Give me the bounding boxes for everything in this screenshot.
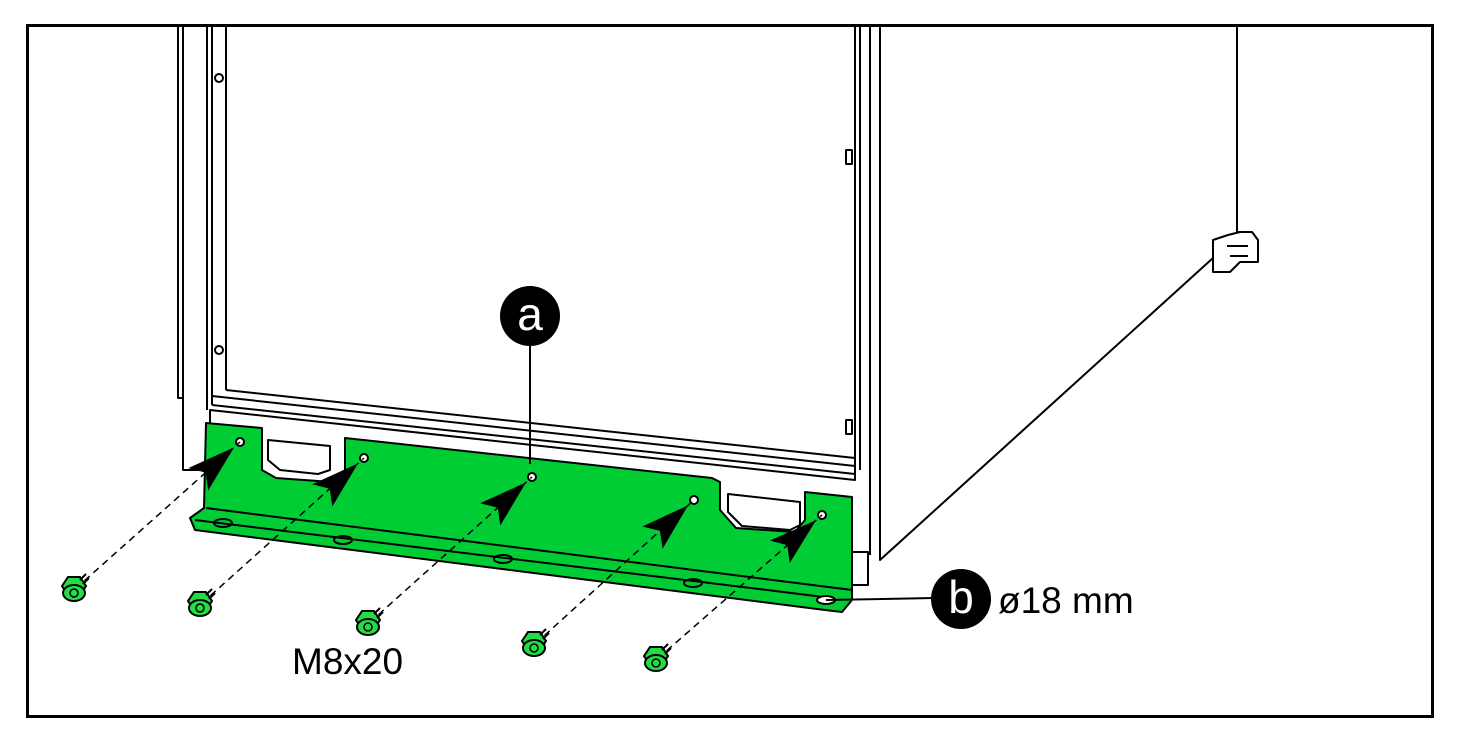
callout-b-leader [825, 597, 935, 601]
bracket-flange-edge [194, 519, 833, 599]
insertion-arrow-icon [769, 520, 816, 564]
insertion-arrow-icon [188, 447, 235, 491]
hex-head-screw-icon [60, 573, 90, 602]
bracket-fold-edge [205, 507, 853, 591]
insertion-arrow-icon [480, 482, 527, 526]
insertion-arrows [83, 441, 823, 652]
screw-size-label: M8x20 [292, 641, 404, 682]
cabinet-side-panel [879, 27, 1259, 561]
hex-head-screw-icon [520, 628, 550, 657]
bracket-cutout-right [727, 493, 801, 531]
insertion-arrow-icon [312, 463, 359, 507]
hex-head-screw-icon [354, 607, 384, 636]
bracket-cutout-left [267, 439, 331, 475]
cabinet-foot [852, 551, 869, 586]
callout-a: a [500, 286, 560, 346]
floor-bracket [189, 422, 853, 613]
hex-head-screw-icon [642, 643, 672, 672]
screws [60, 573, 672, 672]
hole-diameter-label: ø18 mm [998, 580, 1134, 621]
cabinet-front-frame [177, 27, 881, 560]
callout-b: b [931, 569, 991, 629]
insertion-arrow-icon [642, 505, 689, 549]
hex-head-screw-icon [186, 588, 216, 617]
bracket-body [189, 422, 853, 613]
